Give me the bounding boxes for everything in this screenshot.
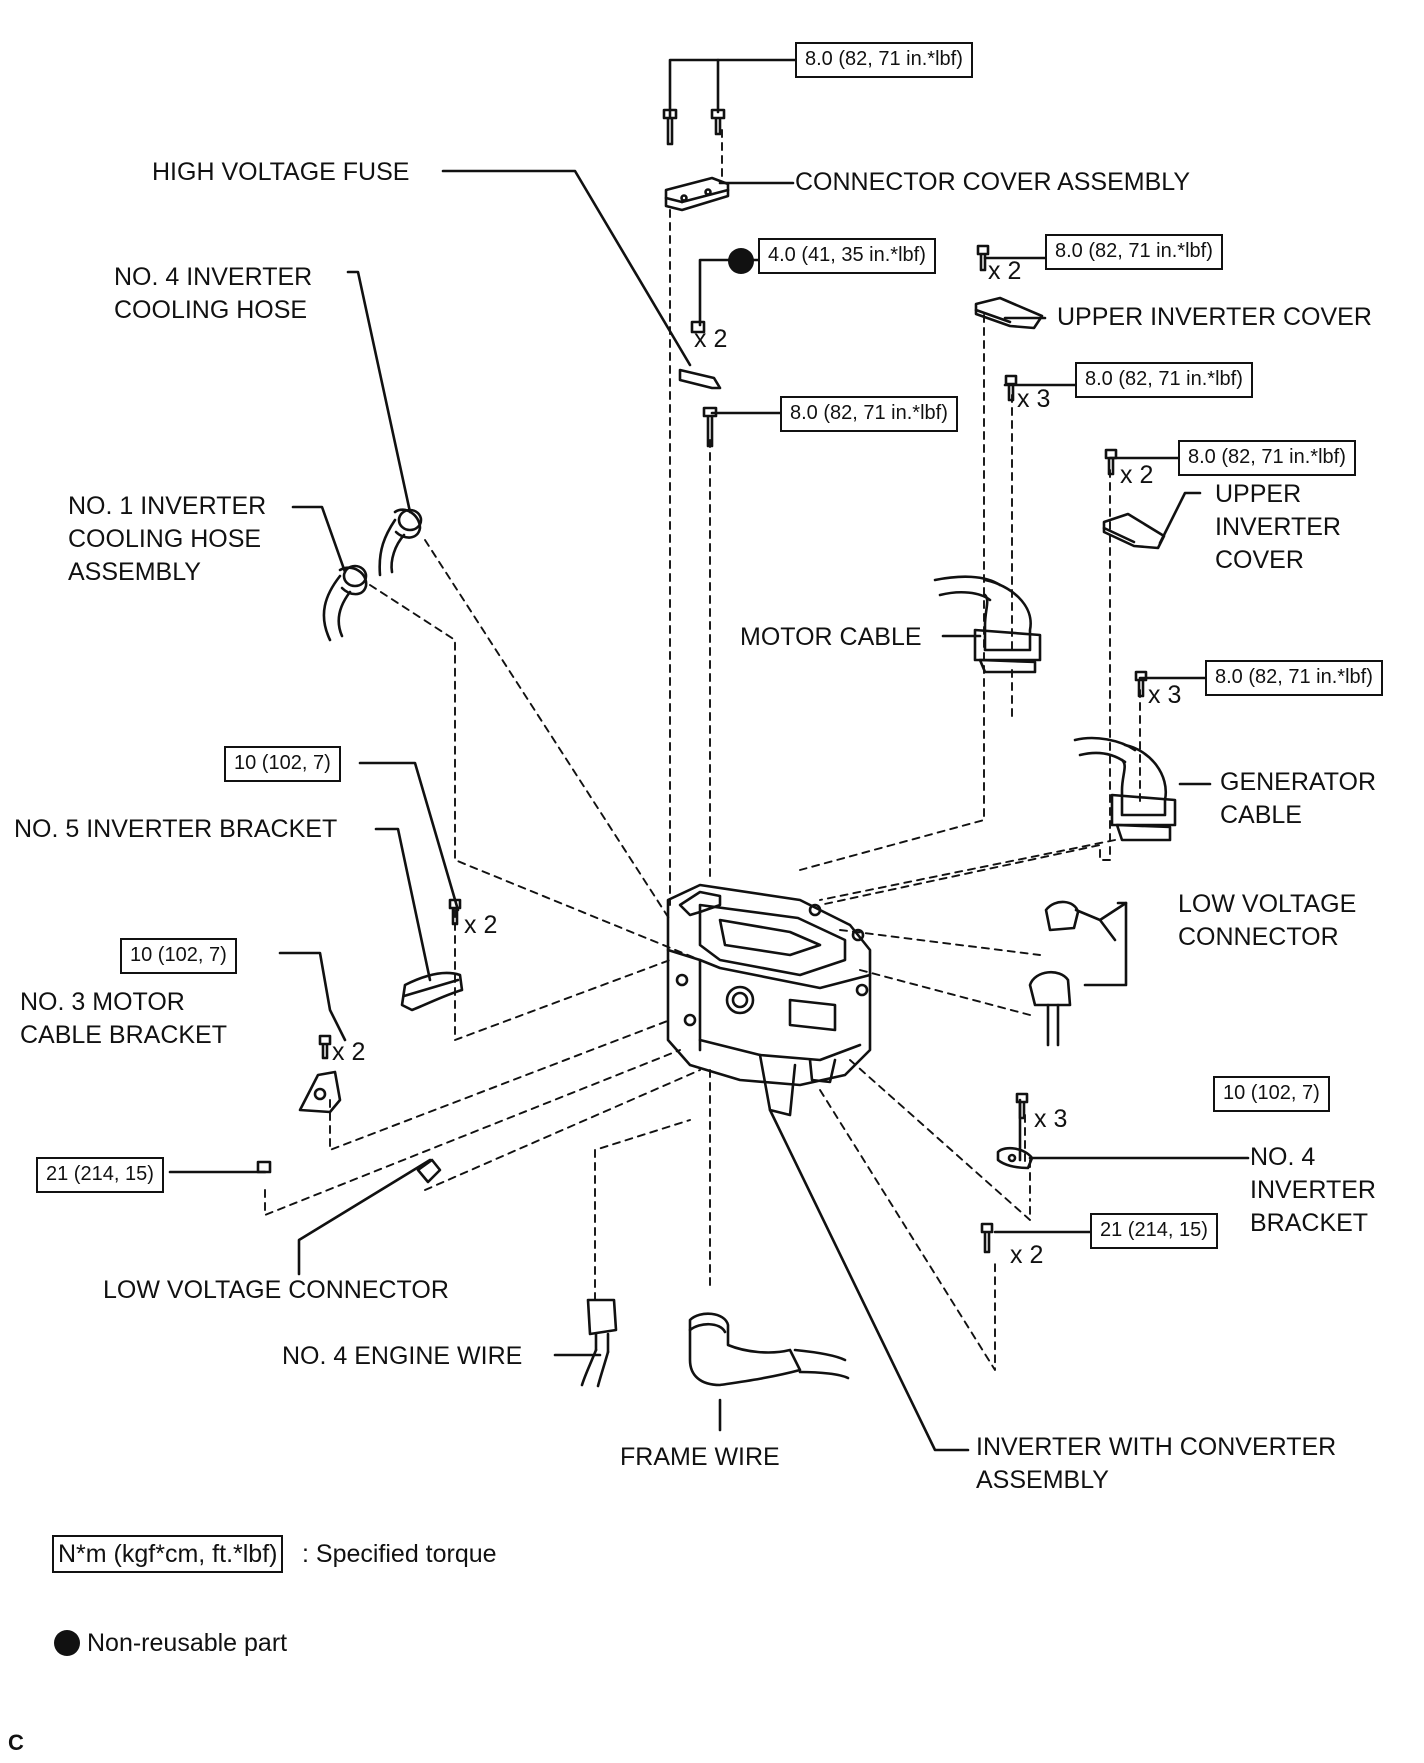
label-no1-inverter-cooling-hose-assembly: NO. 1 INVERTER COOLING HOSE ASSEMBLY (68, 492, 267, 586)
nonreusable-dot-icon (728, 248, 754, 274)
leader-lines (168, 58, 1250, 1452)
bolt-icons (256, 108, 1148, 1254)
label-inverter-with-converter-assembly: INVERTER WITH CONVERTER ASSEMBLY (976, 1433, 1337, 1494)
inverter-assembly-part (666, 883, 872, 1117)
torque-box-center-bolt: 8.0 (82, 71 in.*lbf) (780, 396, 958, 432)
label-no3-motor-cable-bracket: NO. 3 MOTOR CABLE BRACKET (20, 988, 228, 1049)
multiplier-no4-bracket: x 3 (1034, 1105, 1068, 1133)
torque-box-left-nut: 21 (214, 15) (36, 1157, 164, 1193)
torque-box-motor-cable-bolts: 8.0 (82, 71 in.*lbf) (1075, 362, 1253, 398)
torque-box-upper-cover-1: 8.0 (82, 71 in.*lbf) (1045, 234, 1223, 270)
label-low-voltage-connector-left: LOW VOLTAGE CONNECTOR (103, 1276, 449, 1304)
torque-box-generator-cable-bolts: 8.0 (82, 71 in.*lbf) (1205, 660, 1383, 696)
no3-motor-cable-bracket-part (298, 1070, 342, 1114)
multiplier-fuse-nut: x 2 (694, 325, 728, 353)
legend-nonreusable-dot-icon (54, 1630, 80, 1656)
label-upper-inverter-cover-1: UPPER INVERTER COVER (1057, 303, 1372, 331)
low-voltage-connector-left-part (416, 1158, 442, 1184)
label-no4-engine-wire: NO. 4 ENGINE WIRE (282, 1342, 523, 1370)
multiplier-no5-bracket: x 2 (464, 911, 498, 939)
high-voltage-fuse-part (678, 320, 722, 390)
multiplier-lower-right-bolt: x 2 (1010, 1241, 1044, 1269)
torque-box-connector-cover: 8.0 (82, 71 in.*lbf) (795, 42, 973, 78)
multiplier-generator-cable-bolts: x 3 (1148, 681, 1182, 709)
legend-torque-key: N*m (kgf*cm, ft.*lbf) (52, 1535, 284, 1573)
label-upper-inverter-cover-2: UPPER INVERTER COVER (1215, 480, 1341, 574)
torque-box-lower-right-bolt: 21 (214, 15) (1090, 1213, 1218, 1249)
torque-box-upper-cover-2: 8.0 (82, 71 in.*lbf) (1178, 440, 1356, 476)
no4-inverter-bracket-part (996, 1146, 1034, 1170)
label-no5-inverter-bracket: NO. 5 INVERTER BRACKET (14, 815, 338, 843)
motor-cable-part (933, 575, 1042, 674)
no4-cooling-hose-part (378, 508, 423, 577)
torque-box-no3-bracket: 10 (102, 7) (120, 938, 237, 974)
multiplier-no3-bracket: x 2 (332, 1038, 366, 1066)
multiplier-upper-cover-2: x 2 (1120, 461, 1154, 489)
label-no4-inverter-bracket: NO. 4 INVERTER BRACKET (1250, 1143, 1376, 1237)
torque-box-no5-bracket: 10 (102, 7) (224, 746, 341, 782)
frame-wire-part (688, 1312, 850, 1387)
label-connector-cover-assembly: CONNECTOR COVER ASSEMBLY (795, 168, 1190, 196)
legend-nonreusable-description: Non-reusable part (87, 1629, 288, 1657)
generator-cable-part (1073, 736, 1177, 842)
no1-cooling-hose-part (322, 564, 368, 642)
torque-box-fuse-nut: 4.0 (41, 35 in.*lbf) (758, 238, 936, 274)
multiplier-motor-cable-bolts: x 3 (1017, 385, 1051, 413)
label-frame-wire: FRAME WIRE (620, 1443, 780, 1471)
no5-inverter-bracket-part (400, 971, 464, 1012)
assembly-dashed-lines (264, 129, 1141, 1371)
legend-torque-description: : Specified torque (302, 1540, 497, 1568)
label-generator-cable: GENERATOR CABLE (1220, 768, 1377, 829)
label-motor-cable: MOTOR CABLE (740, 623, 922, 651)
low-voltage-connector-right-part (1028, 900, 1117, 1047)
label-high-voltage-fuse: HIGH VOLTAGE FUSE (152, 158, 410, 186)
label-no4-inverter-cooling-hose: NO. 4 INVERTER COOLING HOSE (114, 263, 313, 324)
connector-cover-part (664, 176, 730, 212)
upper-inverter-cover-1-part (974, 296, 1044, 330)
label-low-voltage-connector-right: LOW VOLTAGE CONNECTOR (1178, 890, 1357, 951)
upper-inverter-cover-2-part (1102, 512, 1166, 550)
torque-box-no4-bracket: 10 (102, 7) (1213, 1076, 1330, 1112)
no4-engine-wire-part (580, 1298, 618, 1388)
corner-mark: C (8, 1730, 24, 1755)
multiplier-upper-cover-1: x 2 (988, 257, 1022, 285)
